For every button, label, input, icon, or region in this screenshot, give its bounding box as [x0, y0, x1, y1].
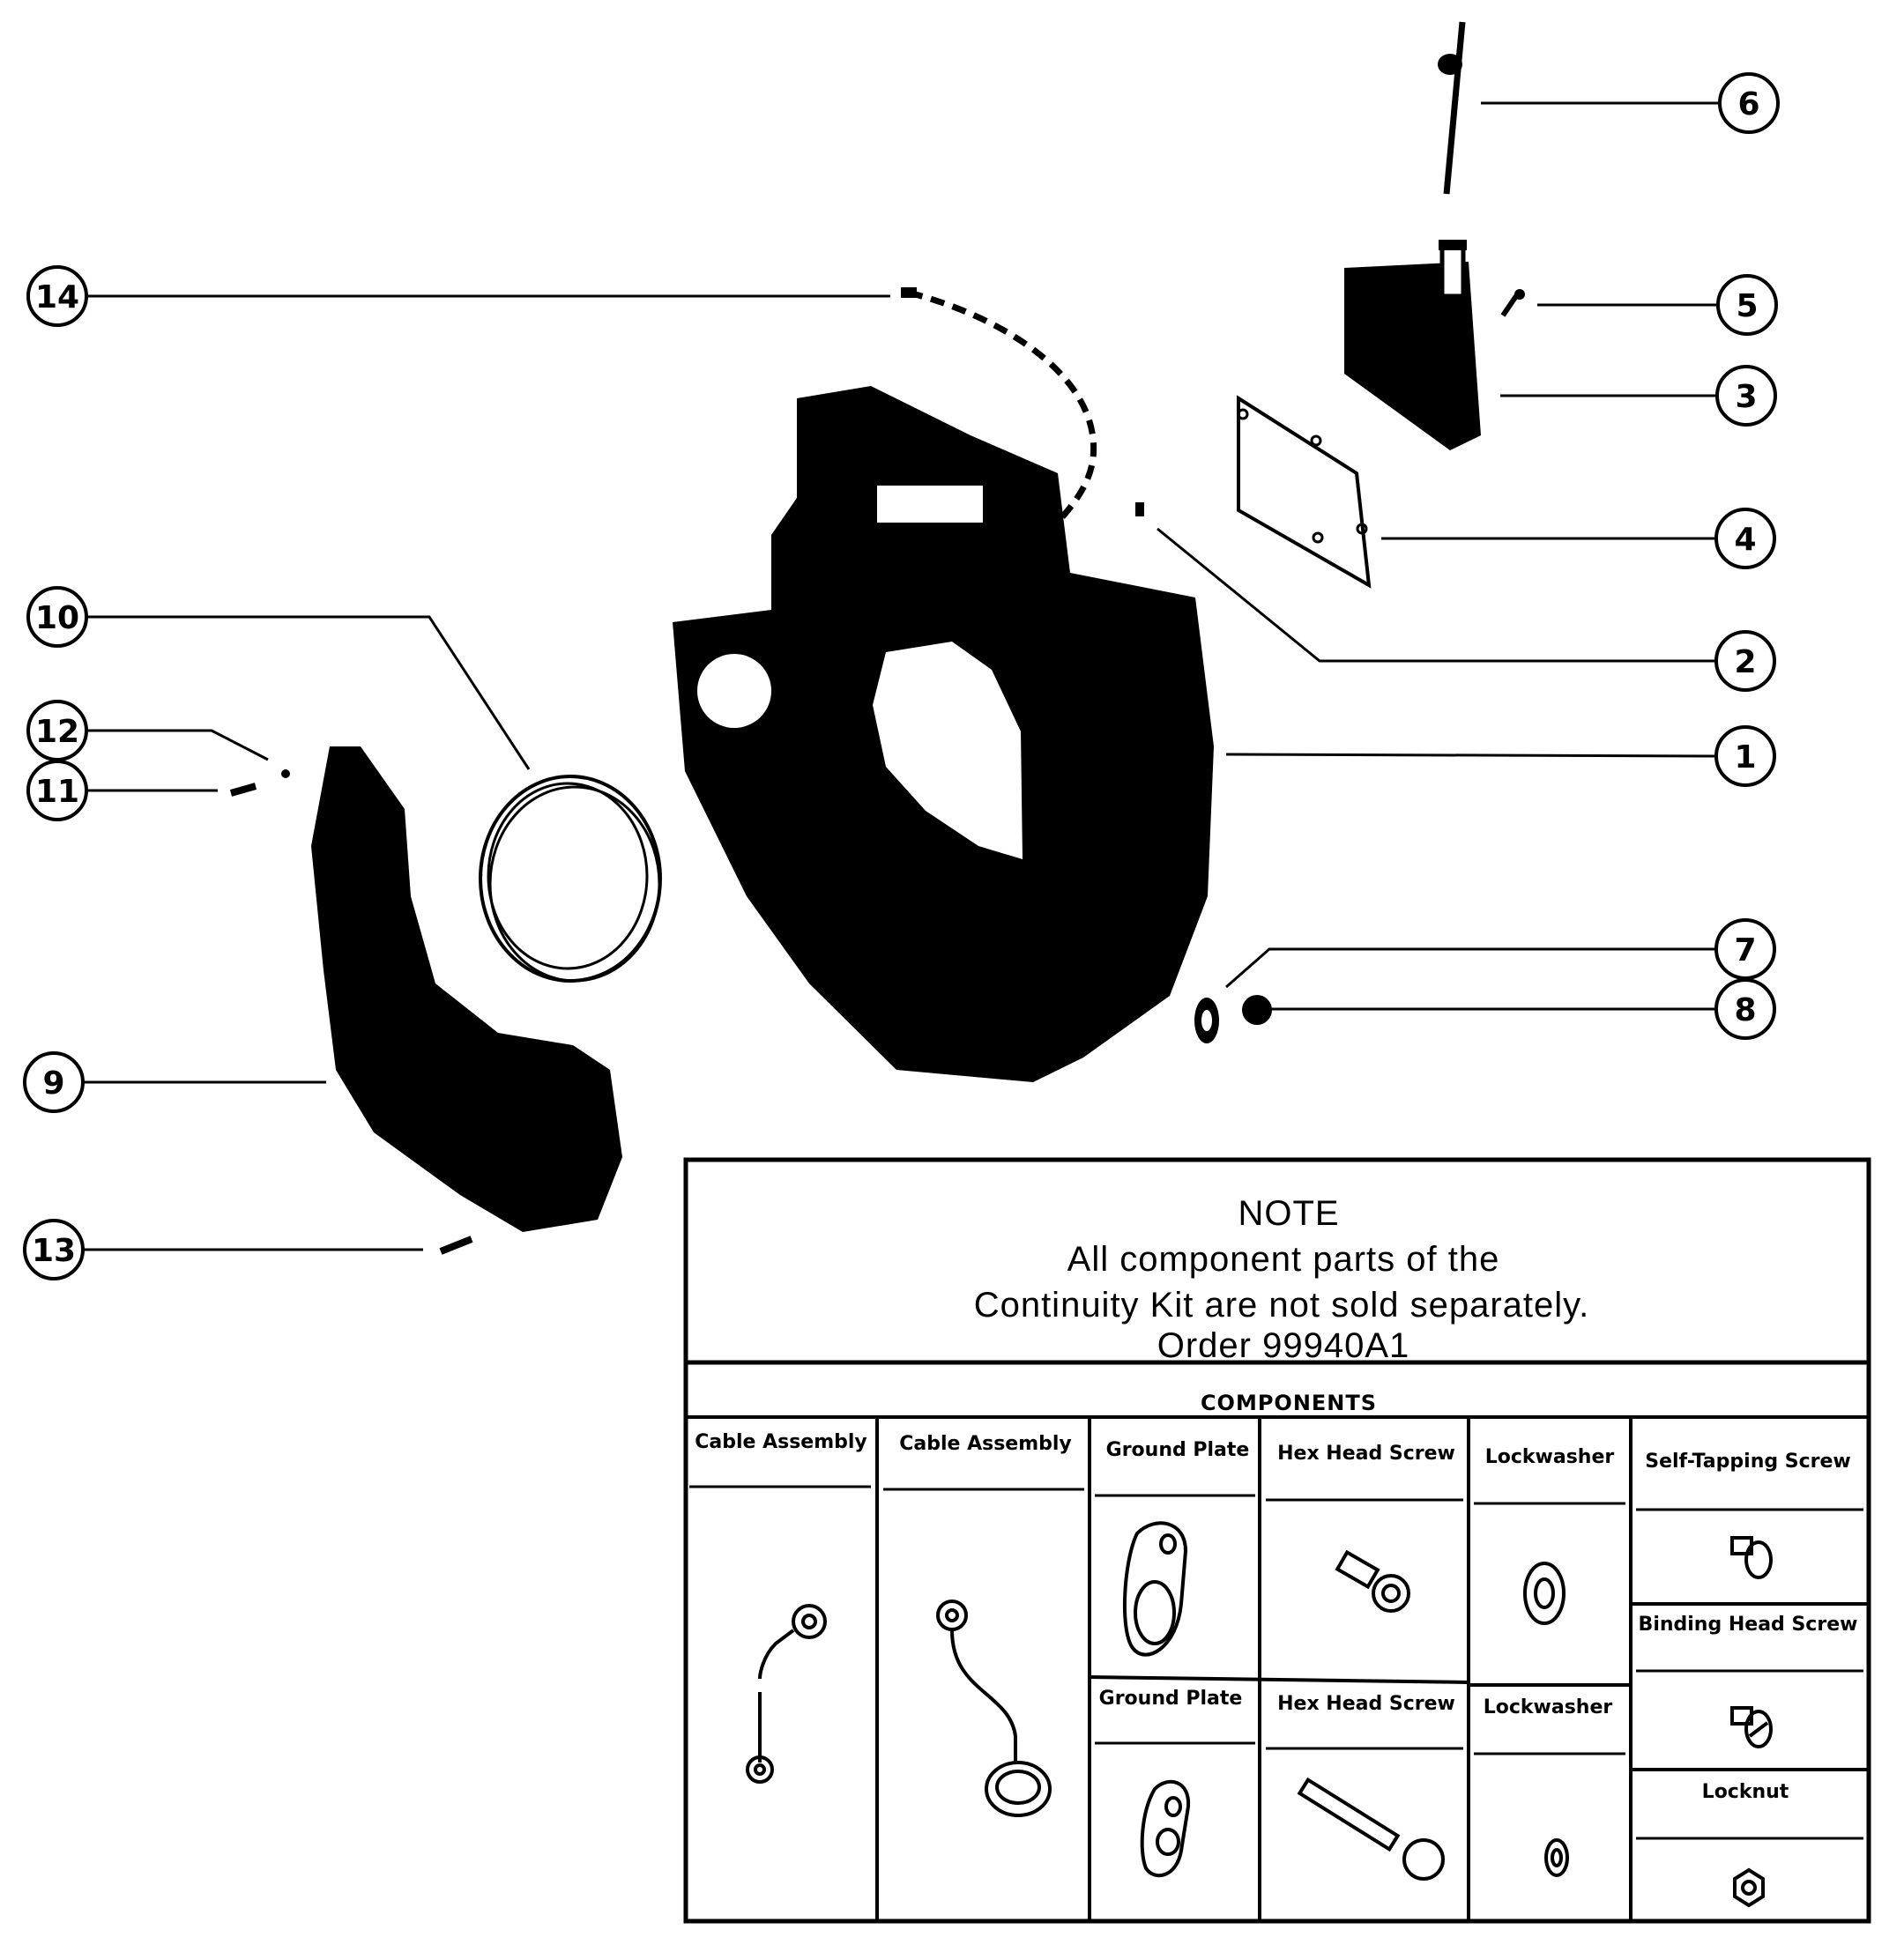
part-14-terminal [901, 287, 917, 298]
callout-12: 12 [26, 700, 88, 761]
cable-assembly-1-illustration [746, 1604, 827, 1784]
callout-label: 8 [1734, 992, 1756, 1028]
callout-14: 14 [26, 265, 88, 327]
callout-label: 7 [1734, 932, 1756, 969]
header-locknut: Locknut [1702, 1781, 1789, 1803]
part-1-flywheel-housing [673, 386, 1214, 1082]
part-3-cover-plate [1344, 240, 1481, 450]
header-self-tapping-screw: Self-Tapping Screw [1645, 1451, 1851, 1473]
locknut-illustration [1733, 1867, 1765, 1908]
callout-label: 13 [32, 1233, 76, 1269]
callout-label: 11 [35, 774, 79, 810]
callout-3: 3 [1715, 365, 1777, 427]
binding-head-screw-illustration [1730, 1706, 1773, 1748]
callout-label: 2 [1734, 644, 1756, 680]
callout-1: 1 [1714, 725, 1776, 787]
lockwasher-2-illustration [1544, 1838, 1569, 1877]
callout-label: 4 [1734, 522, 1756, 558]
header-lockwasher-2: Lockwasher [1484, 1696, 1613, 1718]
callout-label: 1 [1734, 739, 1756, 776]
callout-2: 2 [1714, 630, 1776, 692]
callout-11: 11 [26, 760, 88, 821]
callout-label: 12 [35, 714, 79, 750]
hex-head-screw-2-illustration [1297, 1777, 1445, 1881]
callout-label: 5 [1736, 288, 1758, 324]
part-13-screw [439, 1236, 473, 1255]
cable-assembly-2-illustration [936, 1599, 1052, 1817]
note-line-2: Continuity Kit are not sold separately. [974, 1286, 1590, 1325]
lockwasher-1-illustration [1523, 1562, 1566, 1625]
header-ground-plate-2: Ground Plate [1099, 1688, 1243, 1710]
callout-label: 3 [1735, 379, 1757, 415]
header-binding-head-screw: Binding Head Screw [1639, 1614, 1858, 1636]
note-line-1: All component parts of the [1067, 1240, 1500, 1279]
callout-4: 4 [1714, 508, 1776, 569]
part-4-gasket [1237, 395, 1372, 589]
header-lockwasher-1: Lockwasher [1485, 1446, 1615, 1468]
note-title: NOTE [1238, 1194, 1339, 1233]
callout-13: 13 [23, 1219, 85, 1280]
callout-label: 10 [35, 600, 79, 636]
part-5-screw [1500, 289, 1525, 317]
header-cable-assembly-1: Cable Assembly [695, 1431, 867, 1453]
part-10-o-ring [479, 775, 662, 983]
components-title: COMPONENTS [1201, 1391, 1377, 1415]
header-hex-head-screw-1: Hex Head Screw [1277, 1443, 1455, 1465]
ground-plate-1-illustration [1122, 1521, 1188, 1657]
hex-head-screw-1-illustration [1335, 1549, 1410, 1613]
ground-plate-2-illustration [1140, 1779, 1191, 1878]
callout-label: 9 [42, 1065, 64, 1102]
part-9-gasket [311, 746, 622, 1232]
callout-5: 5 [1716, 274, 1778, 336]
callout-9: 9 [23, 1051, 85, 1113]
part-12-nut [281, 769, 290, 778]
callout-10: 10 [26, 586, 88, 648]
leader-lines [84, 101, 1719, 1251]
part-7-lockwasher [1194, 998, 1219, 1043]
header-hex-head-screw-2: Hex Head Screw [1277, 1693, 1455, 1715]
part-11-screw [229, 783, 257, 797]
note-table [683, 1157, 1871, 1924]
callout-8: 8 [1714, 978, 1776, 1040]
part-2-screw [1135, 502, 1144, 516]
part-14-cable [908, 289, 1097, 695]
callout-6: 6 [1718, 72, 1780, 134]
callout-label: 14 [35, 279, 79, 315]
callout-7: 7 [1714, 918, 1776, 980]
callout-label: 6 [1737, 86, 1759, 122]
part-6-dipstick [1438, 21, 1466, 195]
header-ground-plate-1: Ground Plate [1106, 1439, 1250, 1461]
note-line-3: Order 99940A1 [1157, 1326, 1410, 1365]
header-cable-assembly-2: Cable Assembly [899, 1433, 1072, 1455]
self-tapping-screw-illustration [1730, 1536, 1773, 1579]
